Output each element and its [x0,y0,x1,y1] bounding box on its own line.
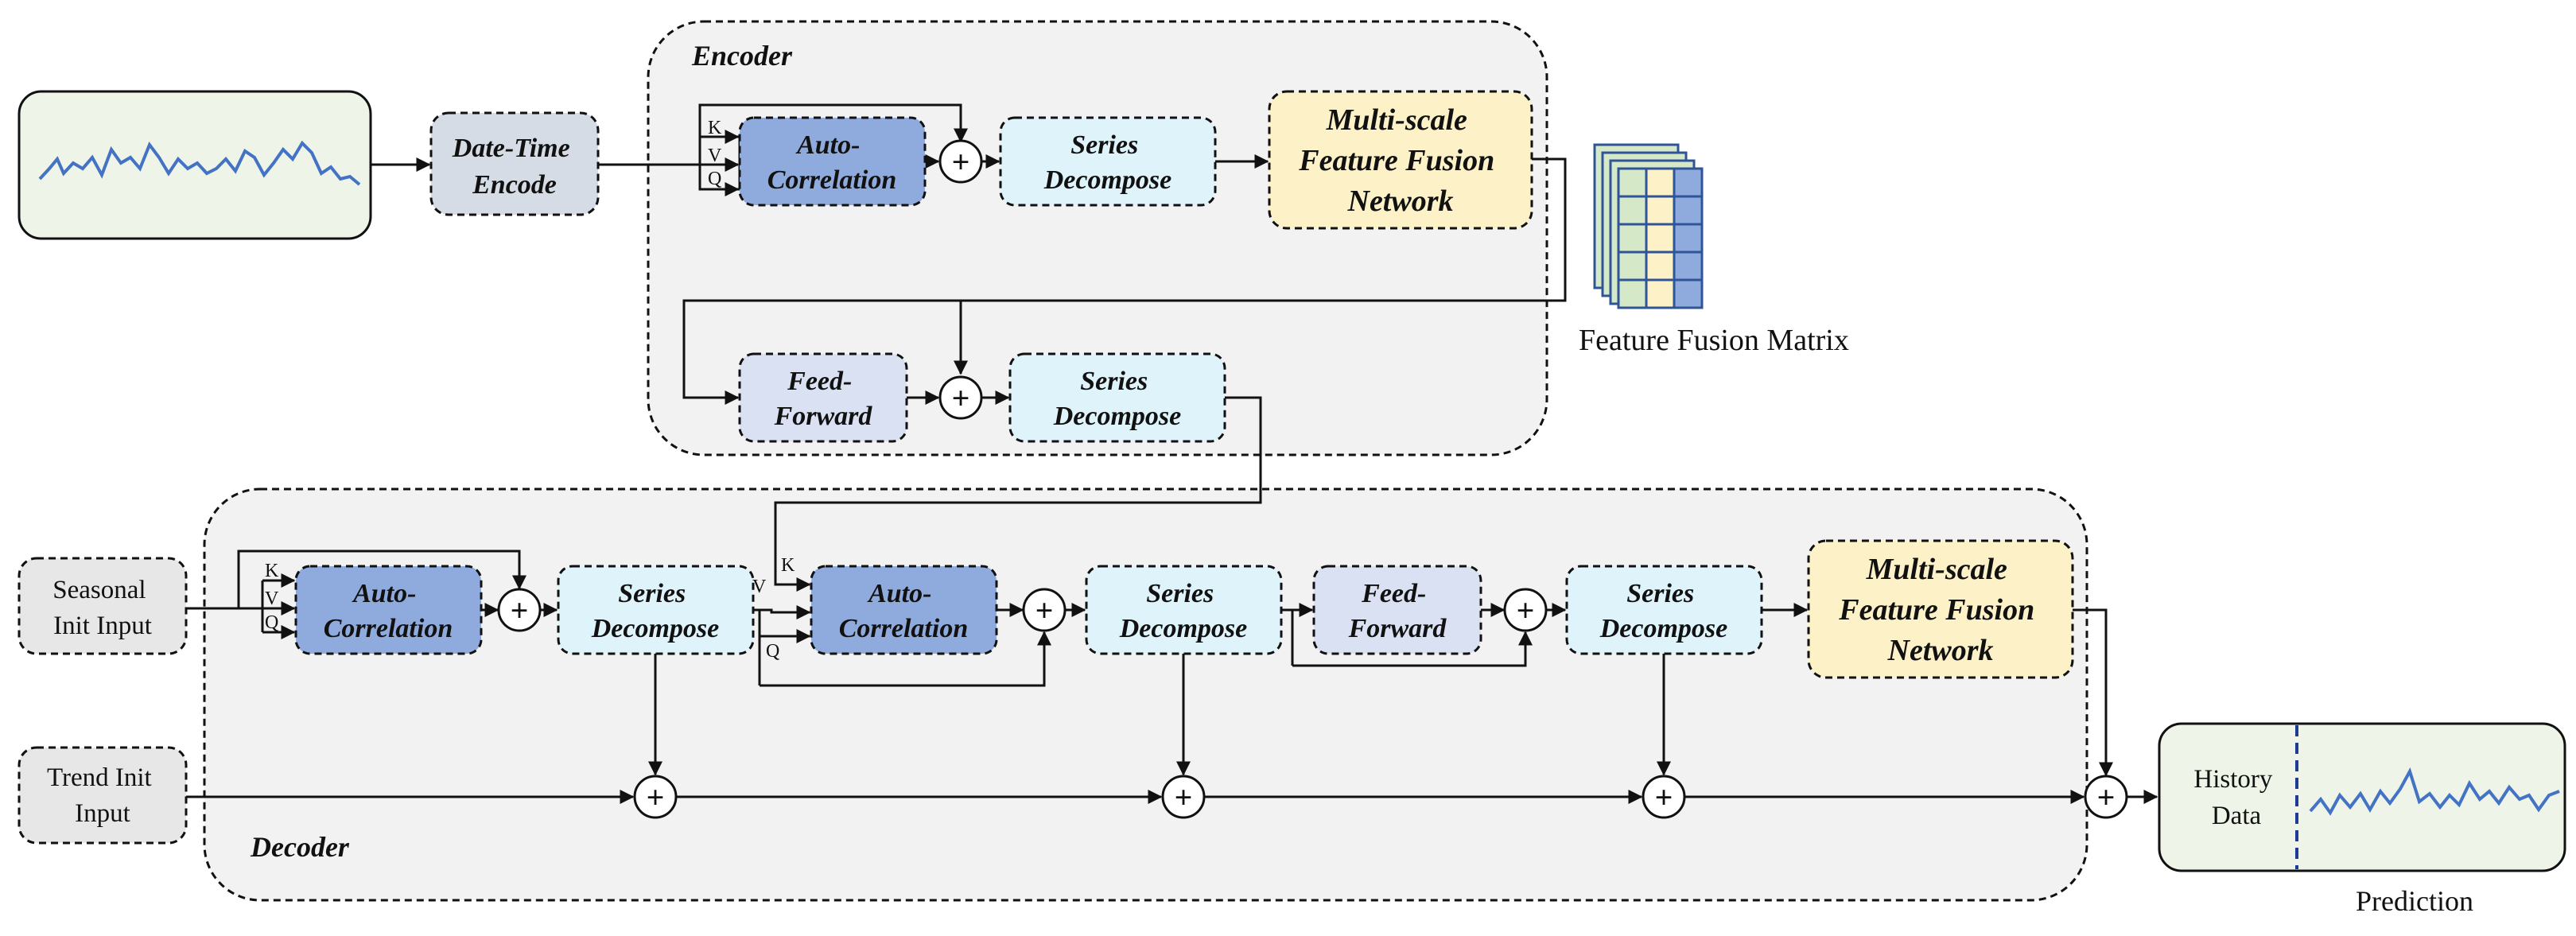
decoder-msffn-box [1807,539,2074,679]
decoder-auto-correlation-1-label: Auto- Correlation [324,579,453,643]
decoder-kvq-labels-2: K V Q [752,555,799,662]
trend-init-input-box [17,746,188,845]
encoder-title: Encoder [691,40,793,72]
decoder-series-decompose-1-label: Series Decompose [591,579,720,643]
decoder-feed-forward-label: Feed- Forward [1348,579,1447,643]
svg-text:+: + [647,779,665,815]
encoder-kvq-labels: K V Q [708,118,726,189]
feature-fusion-matrix-label: Feature Fusion Matrix [1579,324,1849,357]
svg-text:+: + [1655,779,1673,815]
trend-init-input-label: Trend Init Input [47,763,158,828]
svg-text:+: + [952,144,970,180]
svg-text:+: + [1035,592,1054,628]
encoder-series-decompose-1-label: Series Decompose [1043,130,1172,195]
seasonal-init-input-label: Seasonal Init Input [52,576,153,640]
decoder-series-decompose-3-label: Series Decompose [1599,579,1728,643]
feature-fusion-matrix-icon [1593,143,1704,309]
history-data-label: History Data [2193,765,2279,830]
encoder-auto-correlation-label: Auto- Correlation [767,130,896,195]
svg-text:+: + [952,380,970,416]
encoder-feed-forward-label: Feed- Forward [774,367,873,431]
encoder-feed-forward-box [738,352,908,443]
svg-text:+: + [511,592,529,628]
svg-text:+: + [2097,779,2116,815]
decoder-title: Decoder [250,831,350,863]
date-time-encode-label: Date-Time Encode [452,134,577,200]
svg-text:+: + [1175,779,1193,815]
svg-text:+: + [1517,592,1535,628]
prediction-label: Prediction [2356,885,2473,917]
prediction-series-line [2309,767,2560,816]
decoder-feed-forward-box [1312,565,1482,655]
decoder-msffn-label: Multi-scale Feature Fusion Network [1838,553,2042,667]
seasonal-init-input-box [17,557,188,655]
encoder-series-decompose-2-box [1008,352,1226,443]
decoder-auto-correlation-2-label: Auto- Correlation [839,579,968,643]
encoder-msffn-box [1268,90,1533,230]
encoder-series-decompose-1-box [999,116,1217,207]
decoder-series-decompose-2-label: Series Decompose [1119,579,1248,643]
decoder-kvq-labels-1: K V Q [265,561,283,633]
encoder-series-decompose-2-label: Series Decompose [1053,367,1182,431]
encoder-msffn-label: Multi-scale Feature Fusion Network [1298,103,1502,218]
input-series-line [38,140,361,186]
